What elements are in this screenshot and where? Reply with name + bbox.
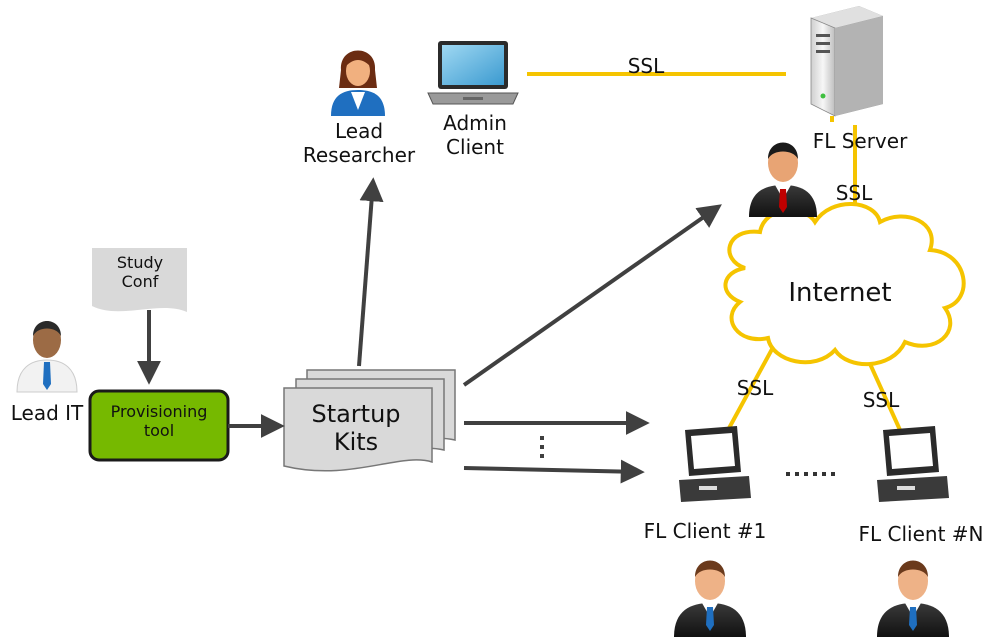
- provisioning-tool-label: Provisioning tool: [110, 402, 208, 440]
- admin-client-label: Admin Client: [443, 111, 507, 159]
- fl-client-1-label: FL Client #1: [643, 519, 767, 543]
- ssl-admin-server-label: SSL: [627, 54, 665, 78]
- arrow-kits-to-server: [462, 204, 722, 387]
- client-n-desktop-icon: [877, 426, 949, 502]
- study-conf-label: Study Conf: [116, 253, 164, 291]
- horizontal-ellipsis: [786, 472, 835, 476]
- ssl-line-internet-clientN: [864, 354, 902, 431]
- lead-researcher-person-icon: [331, 50, 385, 116]
- startup-kits-label: Startup Kits: [311, 400, 401, 457]
- server-admin-person-icon: [749, 142, 817, 217]
- lead-it-label: Lead IT: [10, 401, 84, 425]
- ssl-client1-label: SSL: [736, 376, 774, 400]
- arrow-kits-to-client-n: [463, 459, 645, 484]
- internet-label: Internet: [788, 278, 892, 308]
- arrows: [137, 177, 722, 484]
- client-1-desktop-icon: [679, 426, 751, 502]
- ssl-line-internet-client1: [726, 339, 779, 431]
- fl-server-tower-icon: [810, 6, 883, 122]
- lead-it-person-icon: [16, 321, 78, 393]
- client-1-person-icon: [674, 560, 746, 637]
- fl-client-n-label: FL Client #N: [858, 522, 984, 546]
- client-n-person-icon: [877, 560, 949, 637]
- lead-researcher-label: Lead Researcher: [302, 119, 416, 167]
- startup-kits-stack: [283, 369, 456, 472]
- study-conf-document: [92, 248, 187, 312]
- admin-laptop-icon: [427, 41, 519, 105]
- arrow-kits-to-researcher: [357, 177, 384, 367]
- ssl-server-internet-label: SSL: [835, 181, 873, 205]
- vertical-ellipsis: [540, 436, 544, 458]
- fl-server-label: FL Server: [812, 129, 908, 153]
- ssl-clientN-label: SSL: [862, 388, 900, 412]
